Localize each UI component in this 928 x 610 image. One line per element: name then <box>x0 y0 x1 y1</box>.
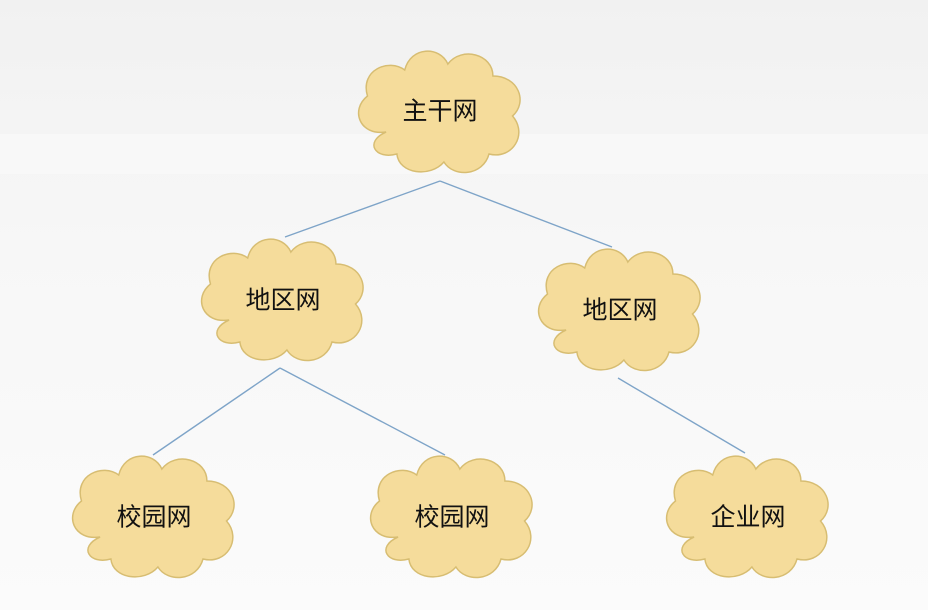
link-region-left-campus-1 <box>152 367 281 456</box>
link-region-left-campus-2 <box>279 367 446 456</box>
link-backbone-region-left <box>284 180 441 238</box>
link-region-right-enterprise <box>617 377 746 454</box>
links <box>152 180 746 456</box>
label-region-right: 地区网 <box>582 296 657 325</box>
label-backbone: 主干网 <box>402 97 477 126</box>
link-backbone-region-right <box>439 180 613 248</box>
label-enterprise: 企业网 <box>710 503 785 532</box>
label-campus-1: 校园网 <box>116 503 191 532</box>
label-campus-2: 校园网 <box>414 503 489 532</box>
label-region-left: 地区网 <box>245 286 320 315</box>
